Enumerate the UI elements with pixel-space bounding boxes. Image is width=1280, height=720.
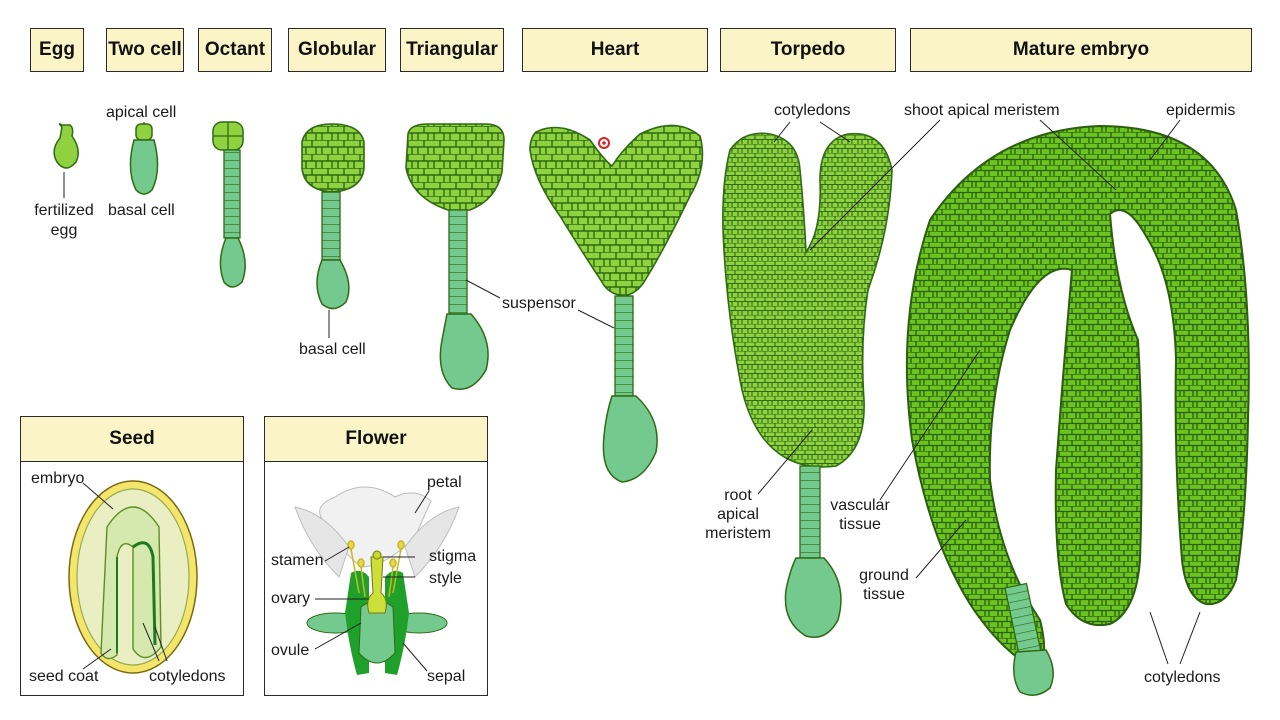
stage-triangular-header: Triangular <box>400 28 504 72</box>
flower-label-sepal: sepal <box>427 668 466 685</box>
two-cell-drawing <box>129 122 159 195</box>
label-basal-cell-globular: basal cell <box>299 341 366 358</box>
label-vascular-tissue: tissue <box>839 516 881 533</box>
flower-label-style: style <box>429 570 462 587</box>
label-epidermis: epidermis <box>1166 102 1236 119</box>
mature-embryo-drawing <box>905 124 1250 696</box>
flower-label-stigma: stigma <box>429 548 477 565</box>
flower-illustration <box>294 486 460 675</box>
triangular-drawing <box>405 123 505 390</box>
label-apical-cell: apical cell <box>106 104 177 121</box>
torpedo-drawing <box>722 132 893 638</box>
leader-lines <box>465 119 1201 665</box>
globular-drawing <box>301 123 365 338</box>
seed-panel: Seed embryo seed coat cotyledons <box>20 416 244 696</box>
seed-illustration <box>68 480 198 674</box>
label-cotyledons-torpedo: cotyledons <box>774 102 851 119</box>
label-shoot-apical-meristem: shoot apical meristem <box>904 102 1060 119</box>
stage-egg-header: Egg <box>30 28 84 72</box>
label-vascular: vascular <box>830 497 890 514</box>
fertilized-egg-drawing <box>53 123 79 198</box>
cursor-marker-icon <box>598 137 610 149</box>
label-egg: egg <box>50 222 78 239</box>
flower-panel: Flower <box>264 416 488 696</box>
flower-label-petal: petal <box>427 474 462 491</box>
stage-heart-header: Heart <box>522 28 708 72</box>
label-fertilized: fertilized <box>34 202 94 219</box>
label-ground-tissue: tissue <box>863 586 905 603</box>
label-basal-cell-two-cell: basal cell <box>108 202 175 219</box>
stage-globular-header: Globular <box>288 28 386 72</box>
flower-label-ovule: ovule <box>271 642 310 659</box>
label-meristem: meristem <box>705 525 771 542</box>
stage-octant-header: Octant <box>198 28 272 72</box>
seed-label-cotyledons: cotyledons <box>149 668 226 685</box>
flower-label-ovary: ovary <box>271 590 311 607</box>
stage-mature-embryo-header: Mature embryo <box>910 28 1252 72</box>
label-suspensor: suspensor <box>502 295 576 312</box>
label-root: root <box>724 487 752 504</box>
seed-label-embryo: embryo <box>31 470 85 487</box>
label-ground: ground <box>859 567 909 584</box>
seed-label-seed-coat: seed coat <box>29 668 99 685</box>
seed-panel-title: Seed <box>21 417 243 462</box>
flower-panel-title: Flower <box>265 417 487 462</box>
flower-label-stamen: stamen <box>271 552 324 569</box>
label-apical: apical <box>717 506 759 523</box>
heart-drawing <box>529 124 704 483</box>
label-cotyledons-mature: cotyledons <box>1144 669 1221 686</box>
octant-drawing <box>212 121 246 288</box>
stage-torpedo-header: Torpedo <box>720 28 896 72</box>
stage-two-cell-header: Two cell <box>106 28 184 72</box>
